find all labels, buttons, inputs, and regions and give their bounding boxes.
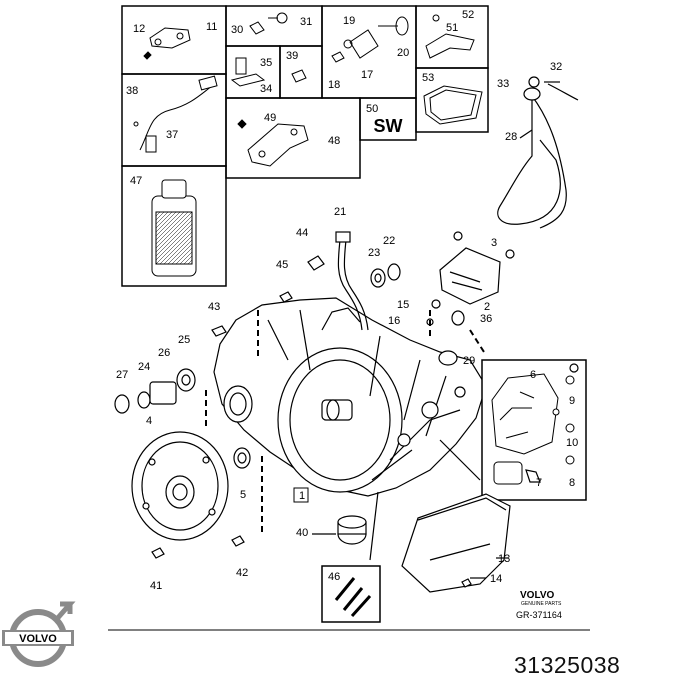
callout-24: 24 <box>138 361 150 373</box>
callout-43: 43 <box>208 301 220 313</box>
callout-21: 21 <box>334 206 346 218</box>
callout-48: 48 <box>328 135 340 147</box>
callout-1: 1 <box>299 490 305 502</box>
callout-41: 41 <box>150 580 162 592</box>
brand-volvo-small: VOLVO <box>520 590 554 601</box>
guide-lines <box>205 310 485 532</box>
callout-11: 11 <box>206 21 217 33</box>
callout-50: 50 <box>366 103 378 115</box>
callout-29: 29 <box>463 355 475 367</box>
callout-45: 45 <box>276 259 288 271</box>
callout-34: 34 <box>260 83 272 95</box>
callout-35: 35 <box>260 57 272 69</box>
diagram-reference: GR-371164 <box>516 610 562 620</box>
sw-label: SW <box>374 116 403 136</box>
callout-1-box <box>293 487 309 503</box>
callout-5: 5 <box>240 489 246 501</box>
callout-16: 16 <box>388 315 400 327</box>
callout-53: 53 <box>422 72 434 84</box>
callout-26: 26 <box>158 347 170 359</box>
wiring-harness <box>497 76 579 229</box>
logo-wordmark: VOLVO <box>19 633 57 645</box>
volvo-logo: VOLVO <box>2 601 76 667</box>
callout-36: 36 <box>480 313 492 325</box>
callout-9: 9 <box>569 395 575 407</box>
callout-42: 42 <box>236 567 248 579</box>
callout-13: 13 <box>498 553 510 565</box>
callout-40: 40 <box>296 527 308 539</box>
brand-block: VOLVO GENUINE PARTS GR-371164 <box>516 590 562 620</box>
callout-18: 18 <box>328 79 340 91</box>
callout-39: 39 <box>286 50 298 62</box>
callout-32: 32 <box>550 61 562 73</box>
control-module <box>439 231 515 305</box>
oil-pan <box>401 493 511 593</box>
callout-20: 20 <box>397 47 409 59</box>
drain-plug <box>337 515 367 545</box>
callout-31: 31 <box>300 16 312 28</box>
callout-52: 52 <box>462 9 474 21</box>
callout-33: 33 <box>497 78 509 90</box>
leader-lines <box>312 81 560 579</box>
callout-28: 28 <box>505 131 517 143</box>
callout-8: 8 <box>569 477 575 489</box>
callout-23: 23 <box>368 247 380 259</box>
transmission-housing <box>213 297 487 497</box>
callout-19: 19 <box>343 15 355 27</box>
callout-4: 4 <box>146 415 152 427</box>
small-parts <box>114 255 579 588</box>
callout-51: 51 <box>446 22 458 34</box>
callout-30: 30 <box>231 24 243 36</box>
callout-6: 6 <box>530 369 536 381</box>
callout-37: 37 <box>166 129 178 141</box>
part-number: 31325038 <box>514 652 621 678</box>
callout-27: 27 <box>116 369 128 381</box>
callout-44: 44 <box>296 227 308 239</box>
callout-46: 46 <box>328 571 340 583</box>
inset-boxes <box>121 5 489 287</box>
callout-14: 14 <box>490 573 502 585</box>
inset-46 <box>321 565 381 623</box>
callout-17: 17 <box>361 69 373 81</box>
callout-numbers: 1 2 3 4 5 6 7 8 9 10 11 12 13 14 15 16 1… <box>116 9 578 592</box>
callout-38: 38 <box>126 85 138 97</box>
callout-2: 2 <box>484 301 490 313</box>
callout-7: 7 <box>536 477 542 489</box>
callout-15: 15 <box>397 299 409 311</box>
fill-pipe <box>335 231 369 331</box>
inset-part-sketches <box>133 12 483 277</box>
brand-genuine-parts: GENUINE PARTS <box>521 601 562 607</box>
callout-47: 47 <box>130 175 142 187</box>
callout-49: 49 <box>264 112 276 124</box>
callout-25: 25 <box>178 334 190 346</box>
callout-3: 3 <box>491 237 497 249</box>
callout-10: 10 <box>566 437 578 449</box>
callout-22: 22 <box>383 235 395 247</box>
callout-12: 12 <box>133 23 145 35</box>
torque-converter <box>131 431 229 541</box>
